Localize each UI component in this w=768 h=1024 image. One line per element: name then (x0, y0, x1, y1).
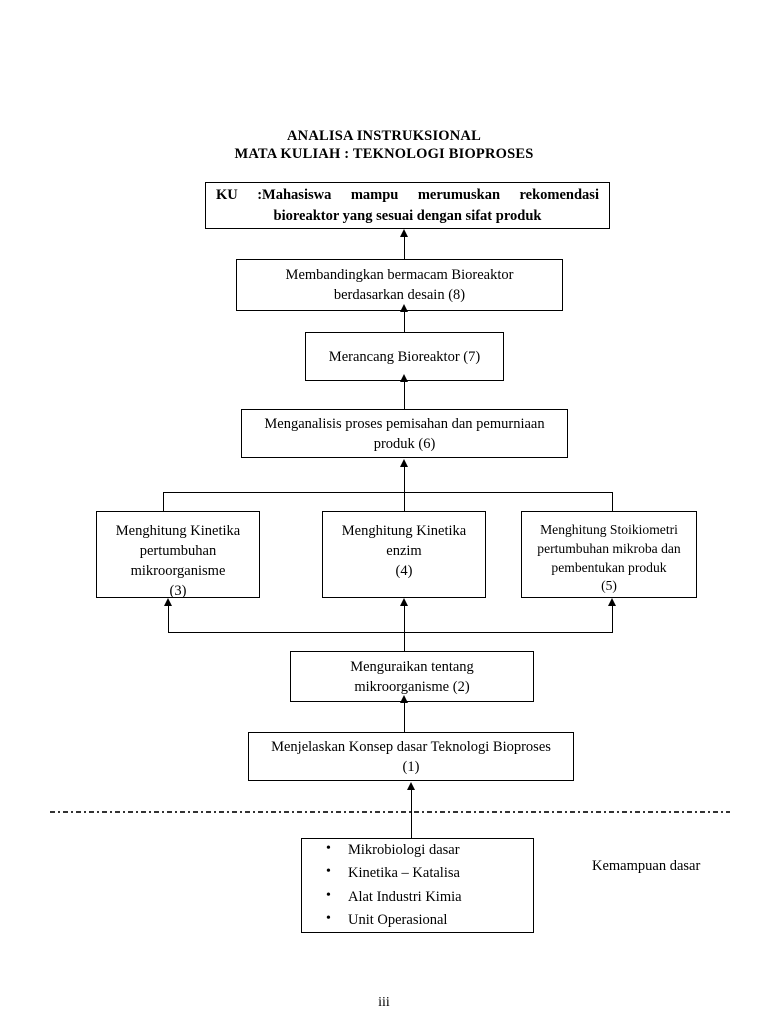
box-4-line-3: (4) (395, 563, 413, 579)
page-number: iii (378, 995, 390, 1010)
connector-bus-drop-to-4 (404, 492, 405, 511)
node-box-ku: KU :Mahasiswa mampu merumuskan rekomenda… (205, 182, 610, 229)
arrowhead-prerequisites-to-1 (407, 782, 415, 790)
arrowhead-1-to-2 (400, 695, 408, 703)
connector-1-to-2 (404, 702, 405, 732)
box-6-line-2: produk (6) (373, 435, 436, 452)
connector-bus-rise-to-4 (404, 606, 405, 633)
box-5-line-3: pembentukan produk (551, 559, 667, 575)
ku-word-2: mampu (350, 187, 399, 203)
node-box-6: Menganalisis proses pemisahan dan pemurn… (241, 409, 568, 458)
connector-bus-upper-horizontal (163, 492, 613, 493)
connector-bus-drop-to-3 (163, 492, 164, 511)
box-5-line-1: Menghitung Stoikiometri (540, 522, 678, 537)
arrowhead-bus-to-5 (608, 598, 616, 606)
node-box-1: Menjelaskan Konsep dasar Teknologi Biopr… (248, 732, 574, 781)
prerequisites-list: Mikrobiologi dasar Kinetika – Katalisa A… (302, 838, 462, 933)
connector-bus-drop-to-5 (612, 492, 613, 511)
box-3-line-3: mikroorganisme (130, 563, 226, 579)
node-box-8: Membandingkan bermacam Bioreaktor berdas… (236, 259, 563, 311)
connector-prerequisites-to-1 (411, 789, 412, 838)
node-box-4: Menghitung Kinetika enzim (4) (322, 511, 486, 598)
box-1-line-1: Menjelaskan Konsep dasar Teknologi Biopr… (271, 738, 551, 755)
connector-bus-lower-horizontal (168, 632, 612, 633)
ku-word-3: merumuskan (417, 187, 501, 203)
box-8-line-1: Membandingkan bermacam Bioreaktor (285, 267, 514, 283)
list-item: Alat Industri Kimia (326, 884, 461, 909)
list-item: Mikrobiologi dasar (326, 838, 462, 862)
box-3-line-1: Menghitung Kinetika (115, 523, 241, 539)
connector-bus-rise-to-5 (612, 606, 613, 633)
arrowhead-bus-to-6 (400, 459, 408, 467)
node-box-5: Menghitung Stoikiometri pertumbuhan mikr… (521, 511, 697, 598)
entry-behavior-separator-line (50, 811, 730, 813)
connector-bus-rise-to-3 (168, 606, 169, 633)
box-4-line-2: enzim (386, 543, 422, 559)
box-2-line-1: Menguraikan tentang (350, 658, 474, 675)
arrowhead-bus-to-4 (400, 598, 408, 606)
box-4-line-1: Menghitung Kinetika (341, 523, 467, 539)
connector-7-to-8 (404, 311, 405, 332)
list-item: Unit Operasional (326, 908, 462, 932)
ku-word-4: rekomendasi (519, 187, 599, 203)
connector-2-to-bus-stem (404, 632, 405, 652)
ku-first-line: KU :Mahasiswa mampu merumuskan rekomenda… (216, 185, 599, 205)
box-6-line-1: Menganalisis proses pemisahan dan pemurn… (264, 415, 545, 432)
box-5-line-2: pertumbuhan mikroba dan (537, 540, 681, 556)
box-7-line-1: Merancang Bioreaktor (7) (328, 348, 481, 365)
node-box-2: Menguraikan tentang mikroorganisme (2) (290, 651, 534, 702)
page-title-line-2: MATA KULIAH : TEKNOLOGI BIOPROSES (234, 146, 534, 162)
arrowhead-bus-to-3 (164, 598, 172, 606)
box-5-line-4: (5) (601, 578, 617, 594)
label-kemampuan-dasar: Kemampuan dasar (592, 858, 701, 874)
arrowhead-6-to-7 (400, 374, 408, 382)
box-1-line-2: (1) (402, 758, 420, 775)
box-8-line-2: berdasarkan desain (8) (333, 287, 466, 303)
arrowhead-8-to-ku (400, 229, 408, 237)
ku-code: KU (216, 187, 238, 203)
list-item: Kinetika – Katalisa (326, 861, 462, 885)
page-title-line-1: ANALISA INSTRUKSIONAL (287, 128, 481, 144)
node-box-3: Menghitung Kinetika pertumbuhan mikroorg… (96, 511, 260, 599)
prerequisites-box: Mikrobiologi dasar Kinetika – Katalisa A… (301, 838, 534, 933)
node-box-7: Merancang Bioreaktor (7) (305, 332, 504, 381)
ku-word-1: :Mahasiswa (257, 187, 332, 203)
connector-8-to-ku (404, 236, 405, 259)
connector-6-to-7 (404, 381, 405, 409)
arrowhead-7-to-8 (400, 304, 408, 312)
ku-second-line: bioreaktor yang sesuai dengan sifat prod… (273, 208, 542, 224)
box-2-line-2: mikroorganisme (2) (354, 678, 470, 695)
box-3-line-2: pertumbuhan (139, 543, 217, 559)
box-3-line-4: (3) (169, 583, 187, 599)
connector-bus-to-6-stem (404, 466, 405, 492)
